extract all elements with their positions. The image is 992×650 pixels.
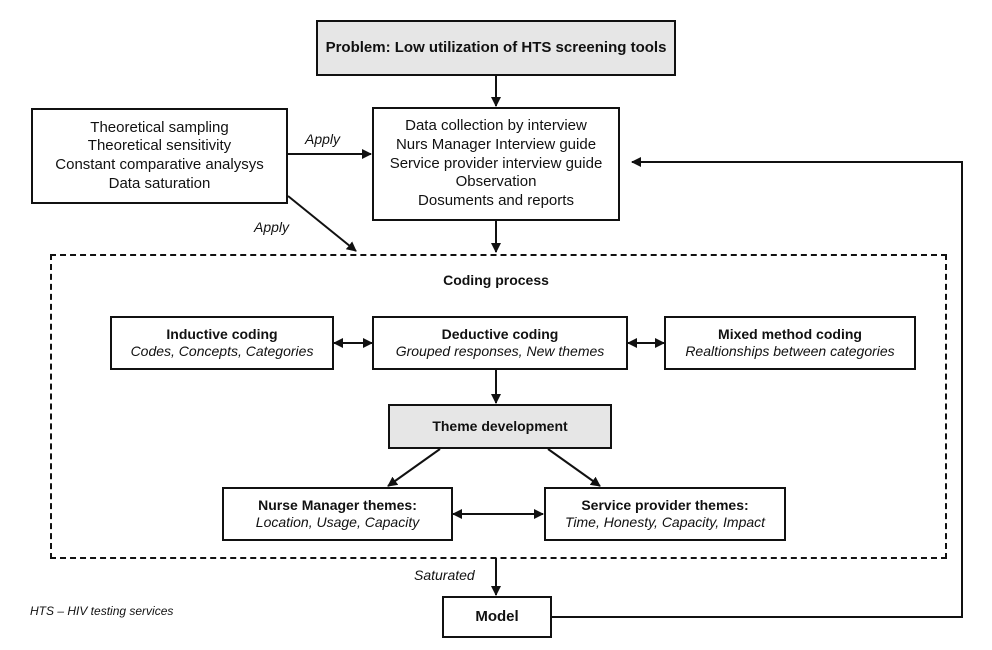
method-item: Constant comparative analysys: [55, 156, 264, 173]
deductive-coding-box: Deductive coding Grouped responses, New …: [372, 316, 628, 370]
mixed-subtitle: Realtionships between categories: [685, 343, 895, 359]
method-item: Theoretical sampling: [90, 118, 229, 136]
theme-development-box: Theme development: [388, 404, 612, 449]
apply-label-top: Apply: [305, 131, 341, 147]
arrow-theme-to-nurse: [387, 448, 441, 487]
methods-box: Theoretical sampling Theoretical sensiti…: [31, 108, 288, 204]
service-provider-themes-box: Service provider themes: Time, Honesty, …: [544, 487, 786, 541]
problem-box: Problem: Low utilization of HTS screenin…: [316, 20, 676, 76]
footnote: HTS – HIV testing services: [30, 604, 174, 618]
provider-themes-title: Service provider themes:: [581, 496, 749, 513]
mixed-method-box: Mixed method coding Realtionships betwee…: [664, 316, 916, 370]
saturated-label: Saturated: [414, 567, 475, 583]
collection-item: Nurs Manager Interview guide: [395, 135, 597, 153]
arrow-theme-to-provider: [547, 448, 601, 487]
coding-process-title: Coding process: [443, 272, 549, 288]
method-item: Theoretical sensitivity: [87, 137, 232, 155]
inductive-title: Inductive coding: [166, 325, 278, 342]
nurse-themes-title: Nurse Manager themes:: [258, 496, 417, 513]
collection-item: Service provider interview guide: [389, 154, 603, 172]
collection-item: Data collection by interview: [405, 117, 587, 135]
method-item: Data saturation: [108, 174, 211, 192]
deductive-title: Deductive coding: [441, 325, 559, 342]
arrow-model-feedback: [552, 157, 963, 618]
collection-item: Dosuments and reports: [418, 192, 574, 210]
deductive-subtitle: Grouped responses, New themes: [395, 343, 605, 359]
mixed-title: Mixed method coding: [718, 325, 862, 342]
arrow-methods-to-coding: [287, 195, 357, 252]
nurse-manager-themes-box: Nurse Manager themes: Location, Usage, C…: [222, 487, 453, 541]
theme-development-text: Theme development: [432, 417, 568, 434]
provider-themes-subtitle: Time, Honesty, Capacity, Impact: [564, 514, 766, 530]
nurse-themes-subtitle: Location, Usage, Capacity: [255, 514, 420, 530]
data-collection-box: Data collection by interview Nurs Manage…: [372, 107, 620, 221]
apply-label-bottom: Apply: [254, 219, 290, 235]
coding-process-region: [50, 254, 947, 559]
collection-item: Observation: [455, 173, 537, 191]
inductive-coding-box: Inductive coding Codes, Concepts, Catego…: [110, 316, 334, 370]
model-box: Model: [442, 596, 552, 638]
problem-text: Problem: Low utilization of HTS screenin…: [325, 38, 667, 56]
model-text: Model: [475, 607, 519, 625]
inductive-subtitle: Codes, Concepts, Categories: [130, 343, 314, 359]
